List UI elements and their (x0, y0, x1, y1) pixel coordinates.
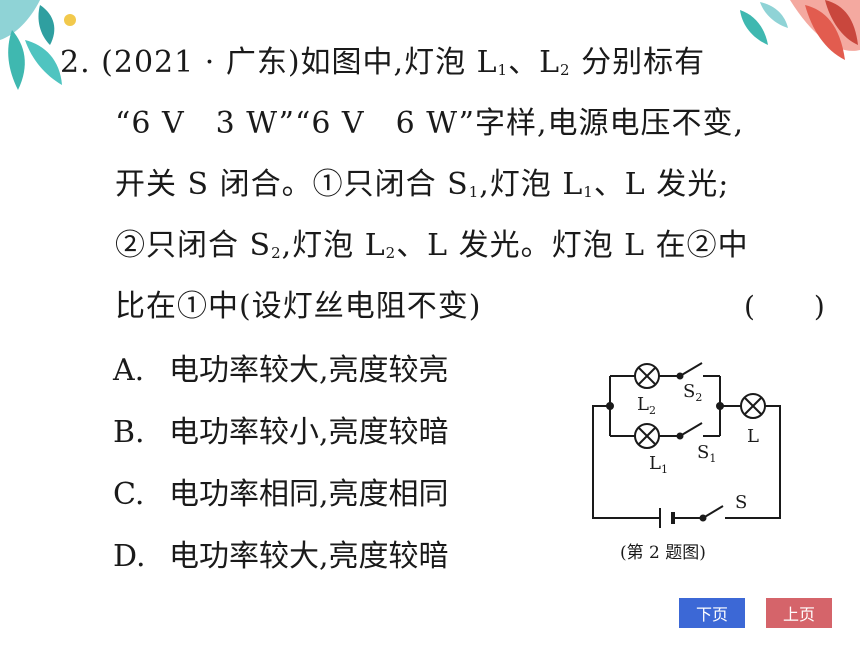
option-b[interactable]: B.电功率较小,亮度较暗 (113, 415, 449, 450)
svg-text:L1: L1 (649, 453, 668, 476)
switch-s2-blade (679, 362, 703, 377)
svg-text:L: L (747, 426, 759, 447)
svg-text:S2: S2 (683, 381, 702, 404)
svg-text:S: S (735, 492, 747, 513)
question-number: 2. (60, 45, 91, 80)
next-page-button[interactable]: 下页 (679, 598, 745, 628)
question-block: 2. (2021 · 广东)如图中,灯泡 L1、L2 分别标有 “6 V 3 W… (60, 32, 825, 337)
lamp-l1-icon (634, 423, 660, 449)
figure-caption: (第 2 题图) (620, 543, 706, 563)
question-line-4: ②只闭合 S2,灯泡 L2、L 发光。灯泡 L 在②中 (115, 228, 749, 263)
switch-s1-blade (679, 422, 703, 437)
svg-text:L2: L2 (637, 394, 656, 417)
option-d[interactable]: D.电功率较大,亮度较暗 (113, 539, 449, 574)
lamp-l2-icon (634, 363, 660, 389)
option-a[interactable]: A.电功率较大,亮度较亮 (113, 353, 449, 388)
question-line-1: 2. (2021 · 广东)如图中,灯泡 L1、L2 分别标有 (60, 45, 706, 80)
lamp-l-icon (740, 393, 766, 419)
corner-leaf-decoration-left (0, 0, 76, 90)
question-line-3: 开关 S 闭合。①只闭合 S1,灯泡 L1、L 发光; (115, 167, 730, 202)
svg-text:S1: S1 (697, 442, 716, 465)
question-line-2: “6 V 3 W”“6 V 6 W”字样,电源电压不变, (115, 106, 745, 141)
corner-leaf-decoration-right (740, 0, 860, 60)
circuit-diagram: L2 S2 L1 S1 L S (592, 362, 781, 528)
switch-s-blade (702, 505, 724, 519)
question-line-5: 比在①中(设灯丝电阻不变) ( ) (60, 276, 825, 337)
question-source: (2021 · 广东) (101, 45, 301, 80)
answer-blank: ( ) (744, 290, 826, 323)
option-c[interactable]: C.电功率相同,亮度相同 (113, 477, 449, 512)
previous-page-button[interactable]: 上页 (766, 598, 832, 628)
